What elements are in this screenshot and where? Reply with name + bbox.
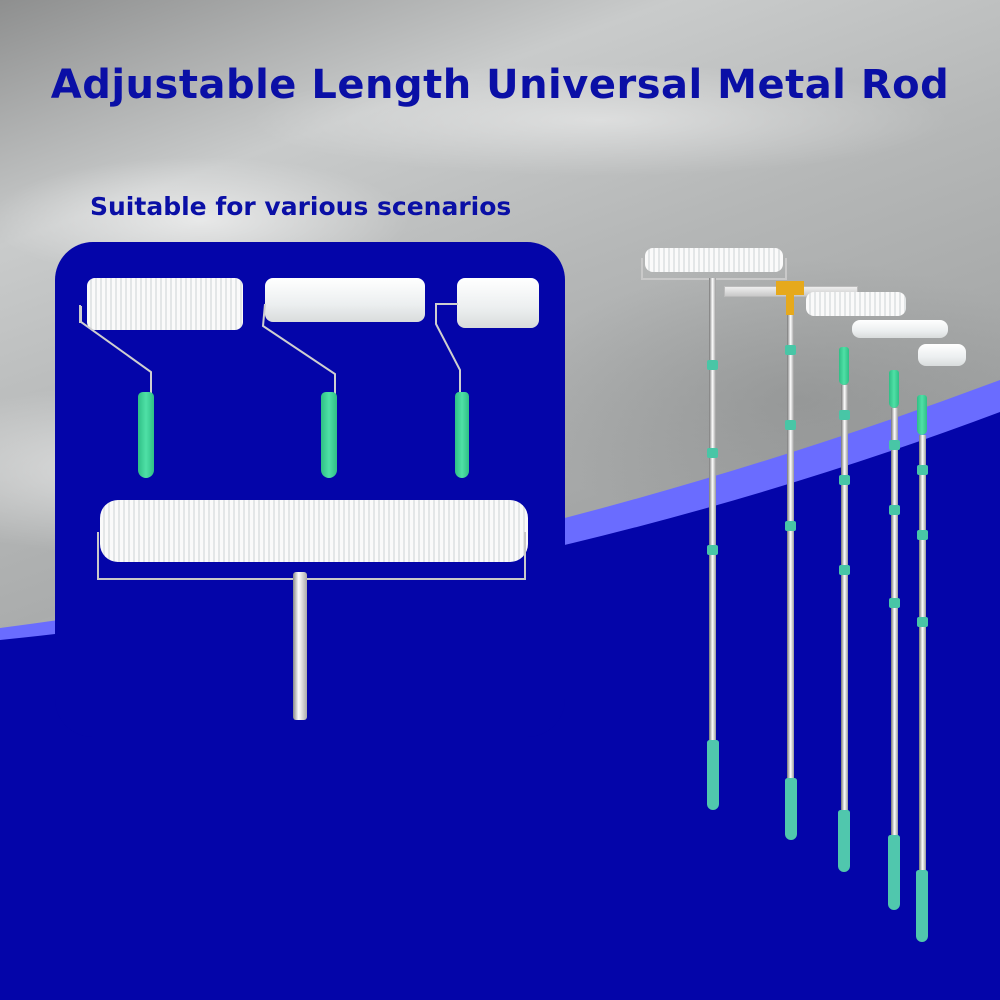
roller-showcase-panel bbox=[55, 242, 565, 737]
page-subtitle: Suitable for various scenarios bbox=[90, 192, 512, 221]
page-title: Adjustable Length Universal Metal Rod bbox=[50, 62, 950, 108]
